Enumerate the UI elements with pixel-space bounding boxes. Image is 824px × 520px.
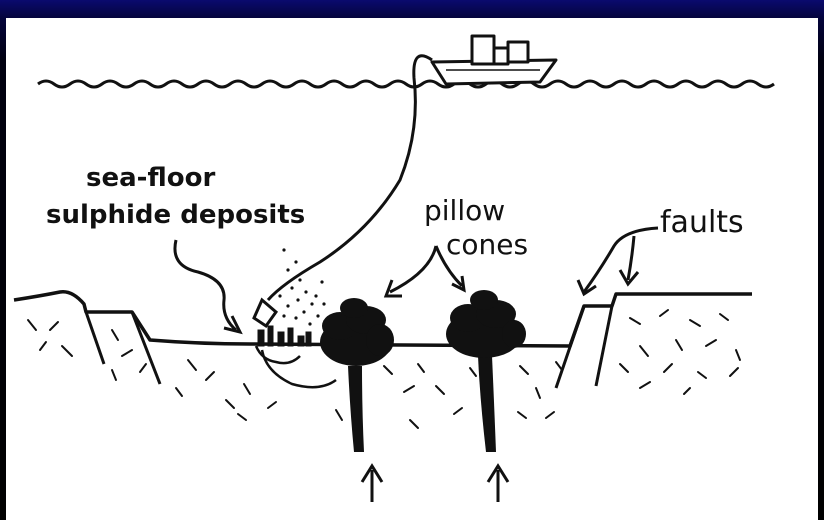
label-seafloor: sea-floor [86, 163, 215, 193]
ship [432, 36, 556, 84]
label-cones: cones [446, 228, 528, 261]
pointer-faults [578, 228, 658, 294]
sampler-device [254, 300, 276, 326]
label-pillow: pillow [424, 194, 505, 227]
sea-surface [38, 81, 774, 87]
pointer-deposits [175, 240, 236, 330]
upflow-arrows [362, 466, 508, 502]
pillow-cone-right [446, 290, 526, 358]
label-faults: faults [660, 205, 744, 240]
sampling-cable [268, 56, 432, 300]
label-sulphide-deposits: sulphide deposits [46, 200, 305, 230]
pillow-cone-left [320, 298, 394, 366]
plume-dots [278, 248, 325, 325]
